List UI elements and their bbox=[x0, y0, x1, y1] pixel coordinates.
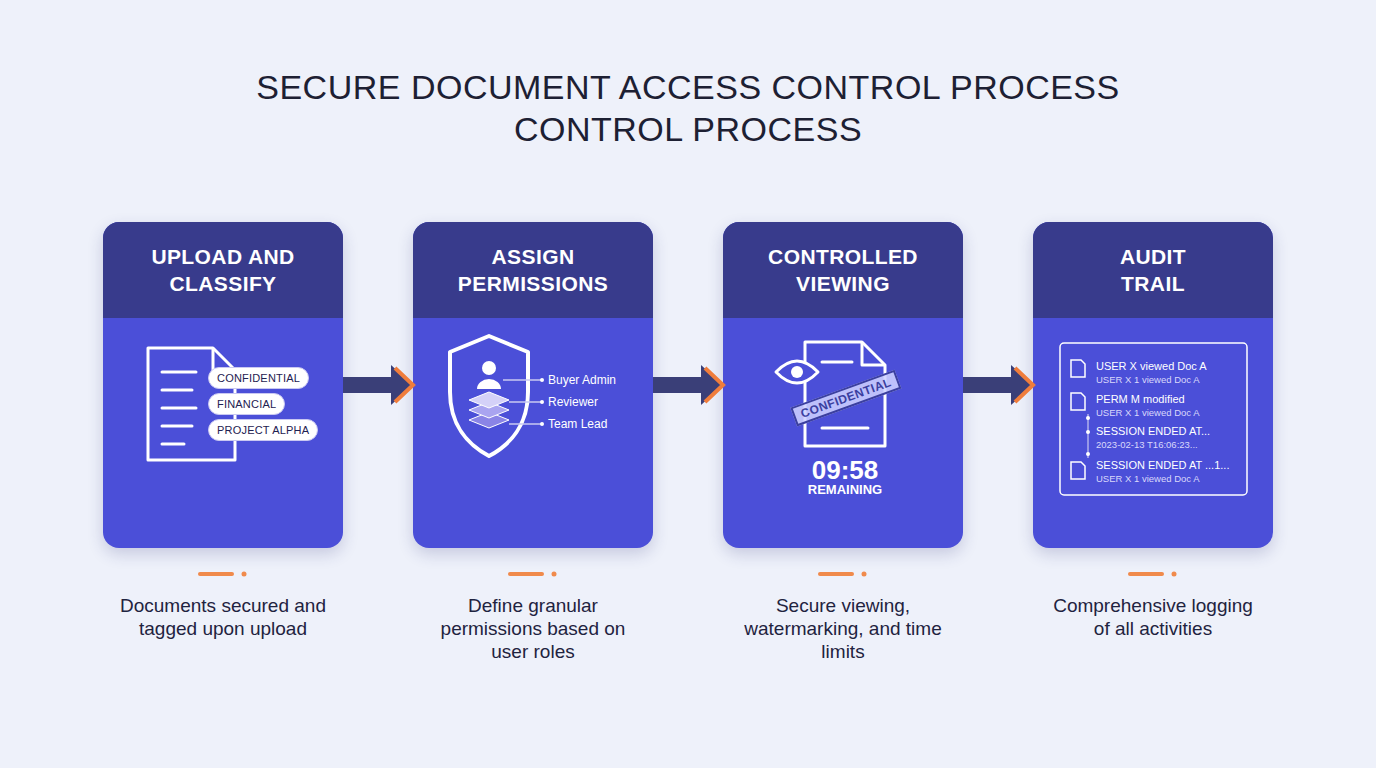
log-entry: USER X viewed Doc A bbox=[1096, 360, 1207, 373]
layer-shape bbox=[469, 402, 509, 418]
classification-tag: FINANCIAL bbox=[208, 393, 285, 415]
text-line bbox=[822, 427, 868, 430]
accent-dash bbox=[1128, 572, 1164, 576]
process-card: CONTROLLED VIEWINGSecure viewing, waterm… bbox=[723, 222, 963, 548]
step-description: Define granular permissions based on use… bbox=[423, 594, 643, 663]
accent-dot bbox=[552, 572, 557, 577]
step-description: Comprehensive logging of all activities bbox=[1043, 594, 1263, 640]
flow-arrow bbox=[963, 377, 1015, 393]
watermark-stamp: CONFIDENTIAL bbox=[790, 370, 901, 427]
leader-dot bbox=[540, 400, 544, 404]
accent-dot bbox=[862, 572, 867, 577]
timeline-dot bbox=[1086, 416, 1090, 420]
step-heading: UPLOAD AND CLASSIFY bbox=[138, 243, 308, 297]
layer-shape bbox=[469, 392, 509, 408]
timeline-dot bbox=[1086, 452, 1090, 456]
tag-text: FINANCIAL bbox=[217, 398, 276, 410]
text-line bbox=[162, 407, 196, 410]
text-line bbox=[822, 361, 852, 364]
log-detail: 2023-02-13 T16:06:23... bbox=[1096, 439, 1198, 450]
step-description: Documents secured and tagged upon upload bbox=[113, 594, 333, 640]
log-entry: PERM M modified bbox=[1096, 393, 1185, 406]
process-card: AUDIT TRAILComprehensive logging of all … bbox=[1033, 222, 1273, 548]
timeline-dot bbox=[1086, 430, 1090, 434]
leader-line bbox=[509, 423, 542, 425]
role-label: Team Lead bbox=[548, 417, 607, 431]
document-icon bbox=[148, 348, 235, 460]
leader-line bbox=[503, 379, 542, 381]
accent-dot bbox=[1172, 572, 1177, 577]
flow-arrow bbox=[653, 377, 705, 393]
log-doc-icon bbox=[1071, 462, 1085, 479]
log-detail: USER X 1 viewed Doc A bbox=[1096, 473, 1200, 484]
card-header-band: UPLOAD AND CLASSIFY bbox=[103, 222, 343, 318]
shield-icon bbox=[450, 336, 528, 456]
accent-dot bbox=[242, 572, 247, 577]
tag-text: PROJECT ALPHA bbox=[217, 424, 309, 436]
text-line bbox=[162, 389, 192, 392]
log-doc-icon bbox=[1071, 393, 1085, 410]
text-line bbox=[162, 371, 196, 374]
text-line bbox=[162, 425, 192, 428]
page-title: SECURE DOCUMENT ACCESS CONTROL PROCESS C… bbox=[238, 66, 1138, 150]
eye-pupil bbox=[791, 366, 803, 378]
person-body bbox=[477, 379, 501, 389]
step-heading: ASSIGN PERMISSIONS bbox=[448, 243, 618, 297]
step-heading: CONTROLLED VIEWING bbox=[758, 243, 928, 297]
log-detail: USER X 1 viewed Doc A bbox=[1096, 374, 1200, 385]
layer-shape bbox=[469, 412, 509, 428]
timeline-line bbox=[1087, 414, 1088, 458]
accent-dash bbox=[818, 572, 854, 576]
flow-arrow bbox=[343, 377, 395, 393]
role-label: Buyer Admin bbox=[548, 373, 616, 387]
timer-caption: REMAINING bbox=[808, 482, 882, 497]
leader-dot bbox=[540, 422, 544, 426]
leader-line bbox=[509, 401, 542, 403]
person-head bbox=[482, 361, 496, 375]
log-entry: SESSION ENDED AT ...1... bbox=[1096, 459, 1229, 472]
process-card: UPLOAD AND CLASSIFYDocuments secured and… bbox=[103, 222, 343, 548]
eye-icon bbox=[776, 361, 818, 383]
text-line bbox=[162, 443, 184, 446]
classification-tag: CONFIDENTIAL bbox=[208, 367, 309, 389]
card-header-band: CONTROLLED VIEWING bbox=[723, 222, 963, 318]
step-description: Secure viewing, watermarking, and time l… bbox=[733, 594, 953, 663]
document-icon bbox=[805, 342, 885, 446]
log-panel bbox=[1060, 343, 1247, 495]
accent-dash bbox=[508, 572, 544, 576]
log-entry: SESSION ENDED AT... bbox=[1096, 425, 1210, 438]
leader-dot bbox=[540, 378, 544, 382]
process-card: ASSIGN PERMISSIONSDefine granular permis… bbox=[413, 222, 653, 548]
card-header-band: ASSIGN PERMISSIONS bbox=[413, 222, 653, 318]
classification-tag: PROJECT ALPHA bbox=[208, 419, 318, 441]
document-fold bbox=[862, 342, 885, 365]
document-fold bbox=[213, 348, 235, 370]
log-detail: USER X 1 viewed Doc A bbox=[1096, 407, 1200, 418]
timer-value: 09:58 bbox=[812, 455, 879, 485]
accent-dash bbox=[198, 572, 234, 576]
step-heading: AUDIT TRAIL bbox=[1095, 243, 1211, 297]
role-label: Reviewer bbox=[548, 395, 598, 409]
log-doc-icon bbox=[1071, 360, 1085, 377]
tag-text: CONFIDENTIAL bbox=[217, 372, 300, 384]
card-header-band: AUDIT TRAIL bbox=[1033, 222, 1273, 318]
